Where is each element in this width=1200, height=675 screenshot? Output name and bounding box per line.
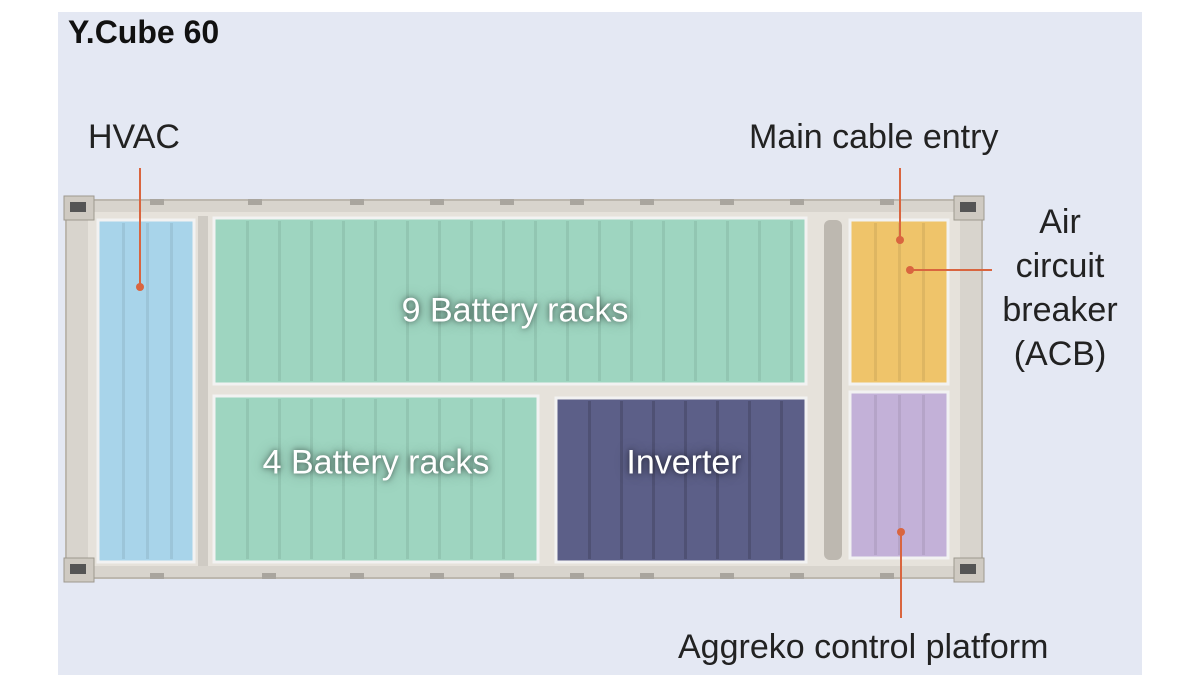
battery-9-zone xyxy=(212,216,808,386)
corrugation-rib xyxy=(652,401,655,559)
corrugation-rib xyxy=(898,395,901,555)
corrugation-rib xyxy=(122,223,125,559)
corrugation-rib xyxy=(278,399,281,559)
main-cable-entry-callout: Main cable entry xyxy=(749,118,999,156)
corrugation-rib xyxy=(874,223,877,381)
corrugation-rib xyxy=(246,221,249,381)
corrugation-rib xyxy=(630,221,633,381)
battery-4-label: 4 Battery racks xyxy=(262,443,490,482)
corrugation-rib xyxy=(502,221,505,381)
inverter-zone xyxy=(554,396,808,564)
leader-lines xyxy=(139,168,992,618)
battery-4-zone xyxy=(212,394,540,564)
corrugation-rib xyxy=(598,221,601,381)
acb-callout: Air circuit breaker (ACB) xyxy=(990,200,1130,376)
frame-rail-nubs xyxy=(150,199,894,579)
acb-divider xyxy=(824,220,842,560)
corrugation-rib xyxy=(246,399,249,559)
corrugation-rib xyxy=(684,401,687,559)
hvac-dot xyxy=(136,283,144,291)
corrugation-rib xyxy=(922,223,925,381)
corrugation-rib xyxy=(694,221,697,381)
corrugation-rib xyxy=(406,221,409,381)
diagram-title: Y.Cube 60 xyxy=(68,14,220,50)
battery-9-label: 9 Battery racks xyxy=(401,291,629,330)
corrugation-rib xyxy=(342,399,345,559)
inverter-label: Inverter xyxy=(626,443,742,482)
inverter-ribs xyxy=(588,401,783,559)
battery-4-ribs xyxy=(246,399,505,559)
acb-callout-line-1: Air xyxy=(1039,203,1081,241)
corrugation-rib xyxy=(438,221,441,381)
control-platform-callout: Aggreko control platform xyxy=(678,628,1049,666)
acb-callout-line-4: (ACB) xyxy=(1013,335,1107,373)
corrugation-rib xyxy=(780,401,783,559)
corrugation-rib xyxy=(146,223,149,559)
corrugation-rib xyxy=(716,401,719,559)
corrugation-rib xyxy=(278,221,281,381)
control-platform-ribs xyxy=(874,395,925,555)
hvac-callout: HVAC xyxy=(88,118,180,156)
corrugation-rib xyxy=(922,395,925,555)
corrugation-rib xyxy=(790,221,793,381)
corrugation-rib xyxy=(874,395,877,555)
corrugation-rib xyxy=(502,399,505,559)
battery-9-ribs xyxy=(246,221,793,381)
acb-zone xyxy=(848,218,950,386)
corrugation-rib xyxy=(470,399,473,559)
corrugation-rib xyxy=(726,221,729,381)
corrugation-rib xyxy=(310,399,313,559)
cable-entry-dot xyxy=(896,236,904,244)
corrugation-rib xyxy=(374,221,377,381)
corrugation-rib xyxy=(438,399,441,559)
hvac-zone xyxy=(96,218,196,564)
corrugation-rib xyxy=(758,221,761,381)
corner-castings xyxy=(63,195,985,583)
corrugation-rib xyxy=(470,221,473,381)
corrugation-rib xyxy=(588,401,591,559)
corrugation-rib xyxy=(748,401,751,559)
corrugation-rib xyxy=(620,401,623,559)
corrugation-rib xyxy=(566,221,569,381)
control-dot xyxy=(897,528,905,536)
corrugation-rib xyxy=(406,399,409,559)
corrugation-rib xyxy=(170,223,173,559)
acb-ribs xyxy=(874,223,925,381)
corrugation-rib xyxy=(662,221,665,381)
corrugation-rib xyxy=(310,221,313,381)
acb-dot xyxy=(906,266,914,274)
corrugation-rib xyxy=(534,221,537,381)
hvac-ribs xyxy=(122,223,173,559)
acb-callout-line-3: breaker xyxy=(1002,291,1118,329)
corrugation-rib xyxy=(374,399,377,559)
leader-dots xyxy=(136,236,914,536)
corrugation-rib xyxy=(342,221,345,381)
acb-callout-line-2: circuit xyxy=(1015,247,1105,285)
hvac-divider xyxy=(198,216,208,566)
corrugation-rib xyxy=(898,223,901,381)
